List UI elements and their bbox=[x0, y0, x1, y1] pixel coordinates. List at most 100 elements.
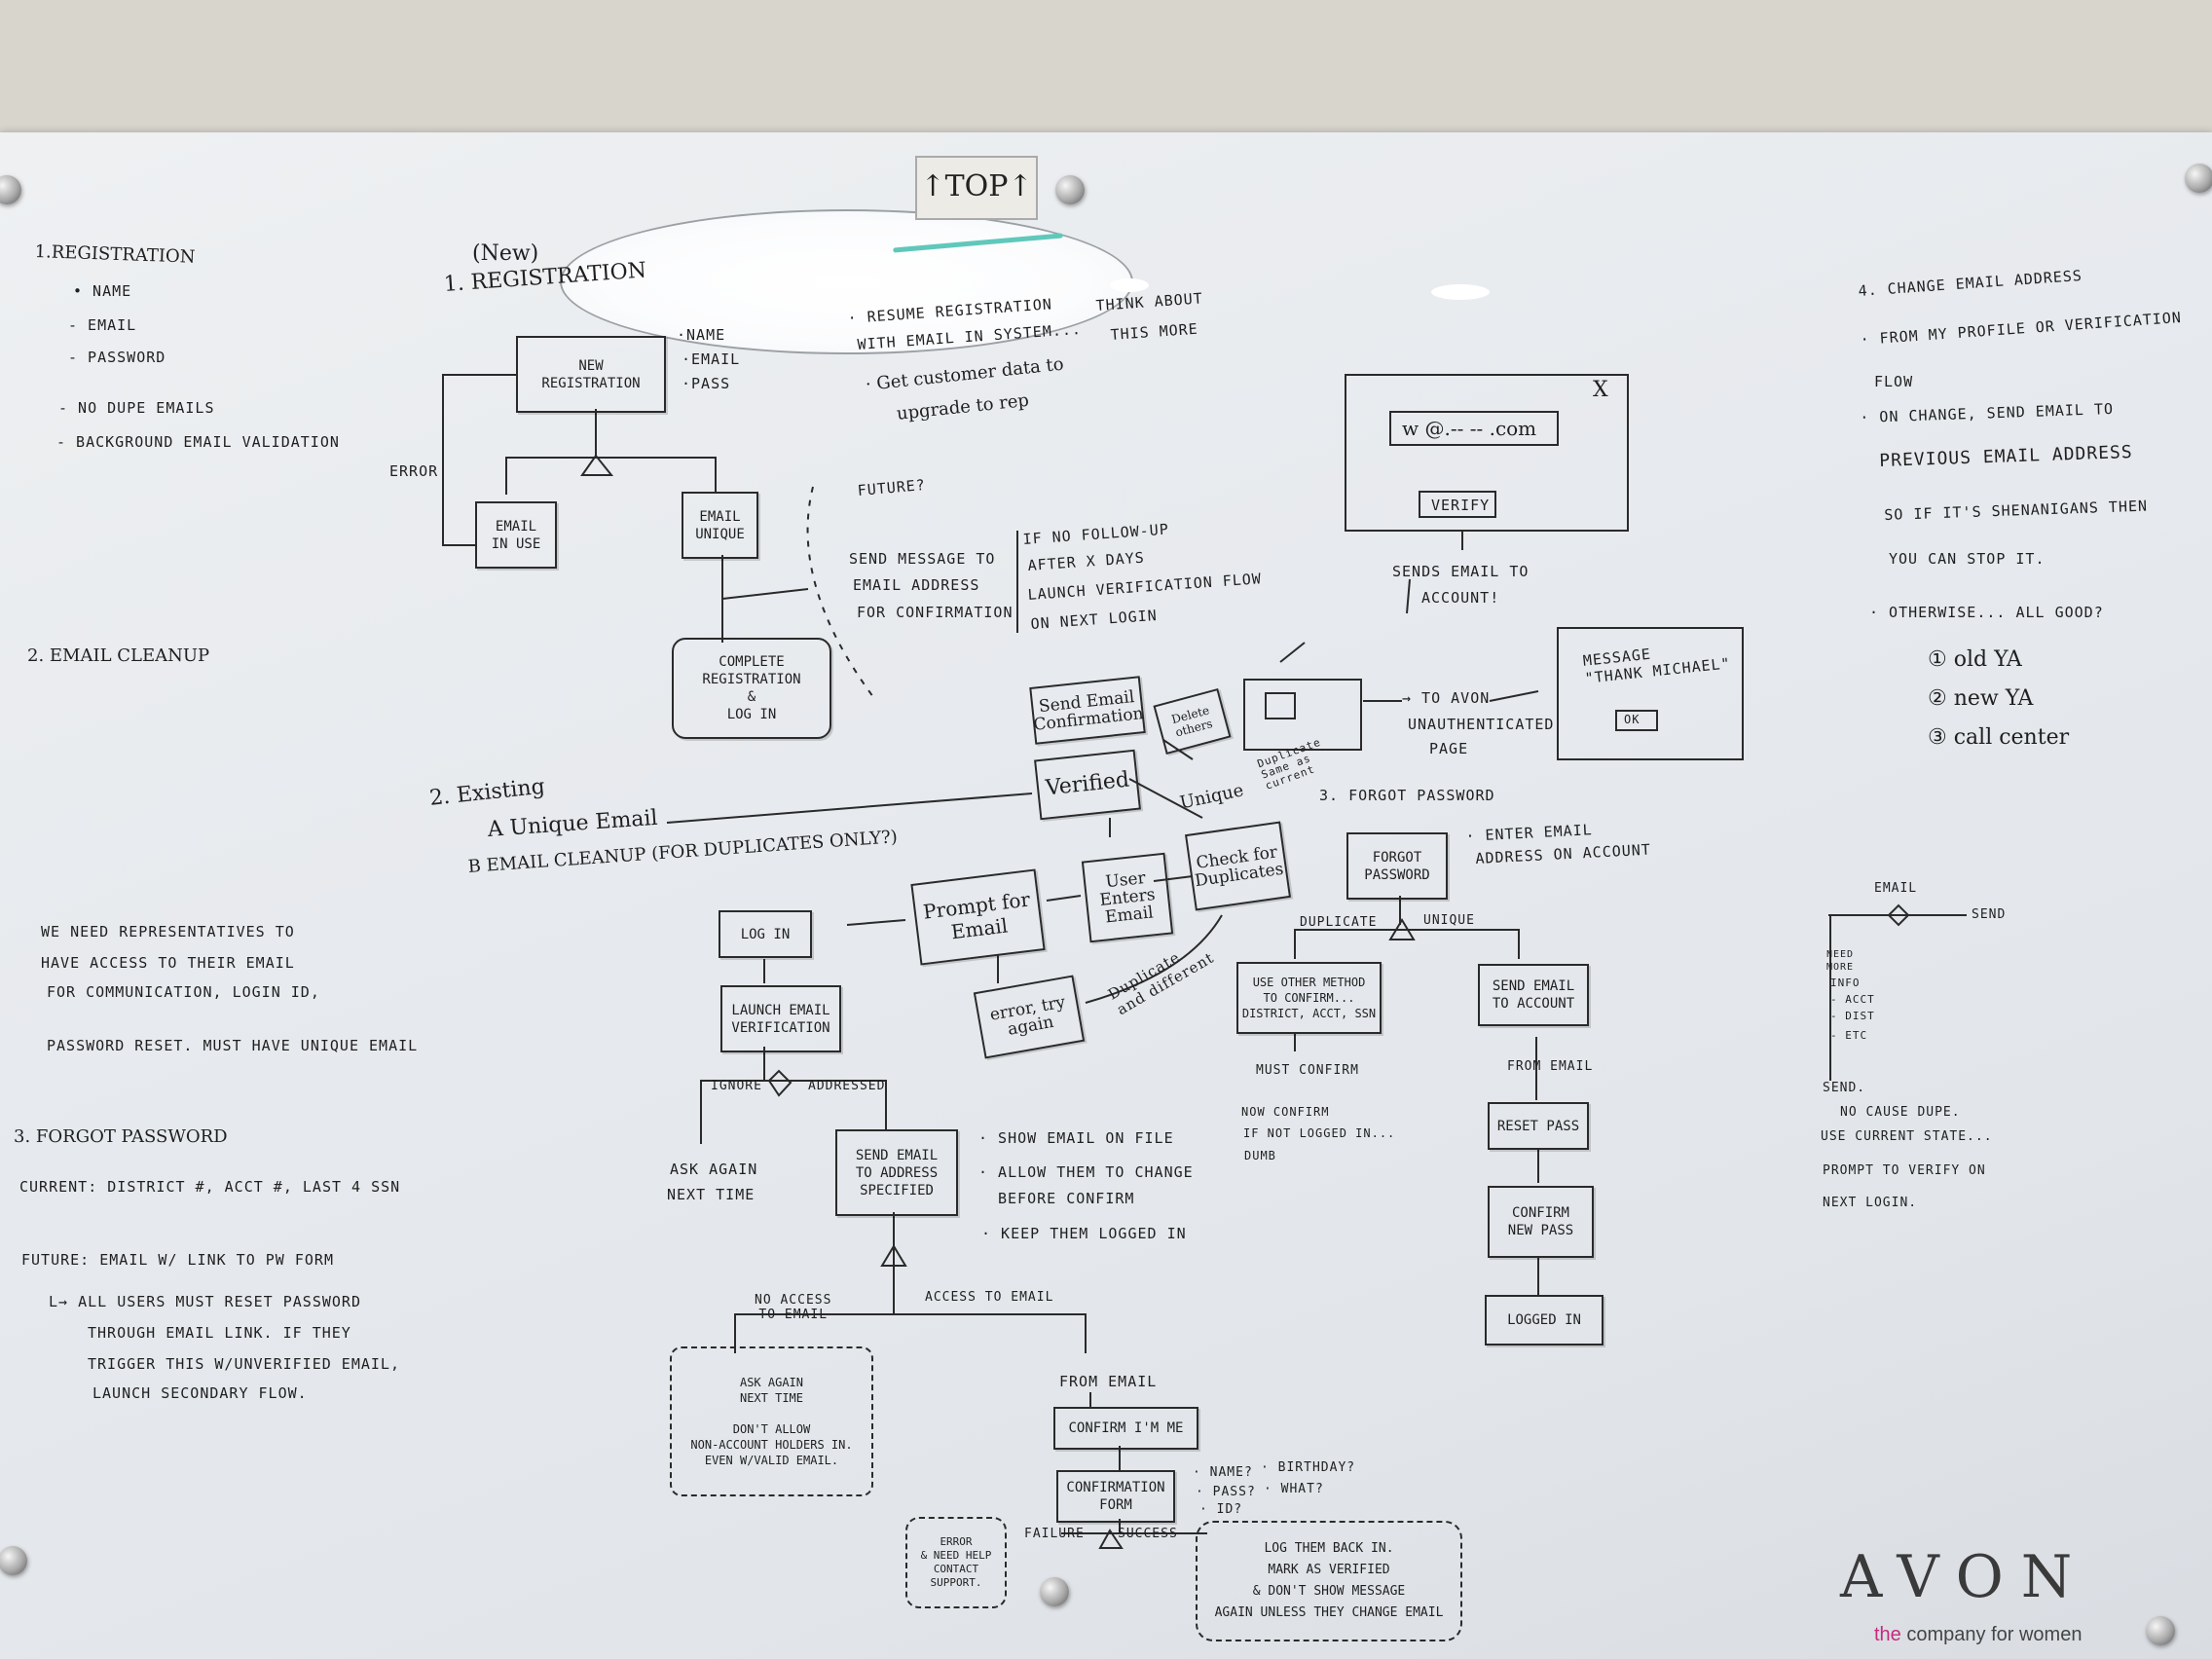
send-email-confirmation-box: Send Email Confirmation bbox=[1029, 676, 1146, 745]
option: ① old YA bbox=[1928, 647, 2022, 672]
note: · ID? bbox=[1199, 1502, 1243, 1517]
avon-tagline: the company for women bbox=[1874, 1624, 2083, 1645]
note: LAUNCH SECONDARY FLOW. bbox=[92, 1384, 308, 1402]
label: ACCESS TO EMAIL bbox=[925, 1290, 1054, 1305]
whiteboard bbox=[0, 132, 2212, 1659]
note: SEND MESSAGE TO bbox=[849, 550, 996, 568]
note: · PASS? bbox=[1196, 1485, 1256, 1499]
note: - ACCT bbox=[1830, 993, 1875, 1006]
note: IF NOT LOGGED IN... bbox=[1243, 1126, 1396, 1140]
mounting-bolt bbox=[0, 1546, 27, 1575]
light-glare bbox=[1110, 278, 1149, 292]
light-glare bbox=[560, 209, 1133, 354]
note: · ALLOW THEM TO CHANGE bbox=[978, 1163, 1194, 1181]
send-email-to-account-box: SEND EMAIL TO ACCOUNT bbox=[1478, 964, 1589, 1026]
note: BEFORE CONFIRM bbox=[998, 1190, 1135, 1207]
logged-in-box: LOGGED IN bbox=[1485, 1295, 1604, 1346]
note: ACCOUNT! bbox=[1421, 589, 1500, 607]
mounting-bolt bbox=[1055, 175, 1085, 204]
note: FUTURE: EMAIL W/ LINK TO PW FORM bbox=[21, 1251, 334, 1269]
note: MUST CONFIRM bbox=[1256, 1063, 1359, 1078]
email-in-use-box: EMAIL IN USE bbox=[475, 501, 557, 569]
note: · SHOW EMAIL ON FILE bbox=[978, 1129, 1174, 1147]
note: UNAUTHENTICATED bbox=[1408, 716, 1555, 733]
log-in-box: LOG IN bbox=[719, 910, 812, 958]
mounting-bolt bbox=[2185, 164, 2212, 193]
note: - NO DUPE EMAILS bbox=[58, 399, 215, 417]
option: ③ call center bbox=[1928, 725, 2070, 750]
email-field-sketch: w @.-- -- .com bbox=[1402, 417, 1537, 440]
note: · WHAT? bbox=[1264, 1482, 1324, 1496]
note: NOW CONFIRM bbox=[1241, 1105, 1330, 1119]
label: (New) bbox=[472, 241, 539, 266]
note: - PASSWORD bbox=[68, 349, 166, 366]
note: PASSWORD RESET. MUST HAVE UNIQUE EMAIL bbox=[47, 1037, 419, 1054]
label: FROM EMAIL bbox=[1507, 1059, 1594, 1074]
label: SEND bbox=[1972, 907, 2007, 922]
label: EMAIL bbox=[1874, 881, 1918, 896]
confirm-im-me-box: CONFIRM I'M ME bbox=[1053, 1407, 1198, 1450]
label: NO ACCESS TO EMAIL bbox=[755, 1293, 832, 1322]
note: PAGE bbox=[1429, 740, 1469, 757]
new-registration-box: NEW REGISTRATION bbox=[516, 336, 666, 413]
note: ·PASS bbox=[682, 375, 731, 392]
note: NEXT TIME bbox=[667, 1186, 756, 1203]
note: ·EMAIL bbox=[682, 350, 741, 368]
note: ·NAME bbox=[677, 326, 726, 344]
note: · BIRTHDAY? bbox=[1261, 1460, 1356, 1475]
label: UNIQUE bbox=[1423, 913, 1475, 928]
note: NEED bbox=[1826, 949, 1855, 960]
note: TRIGGER THIS W/UNVERIFIED EMAIL, bbox=[88, 1355, 400, 1373]
note: → TO AVON bbox=[1402, 689, 1491, 707]
note: FOR COMMUNICATION, LOGIN ID, bbox=[47, 983, 320, 1001]
ok-button-sketch: OK bbox=[1624, 713, 1641, 726]
label: FAILURE bbox=[1024, 1527, 1085, 1541]
confirmation-form-box: CONFIRMATION FORM bbox=[1056, 1470, 1175, 1523]
confirm-new-pass-box: CONFIRM NEW PASS bbox=[1488, 1186, 1594, 1258]
light-glare bbox=[1431, 284, 1490, 300]
note: SENDS EMAIL TO bbox=[1392, 563, 1530, 580]
close-icon: X bbox=[1593, 378, 1608, 402]
send-email-to-address-box: SEND EMAIL TO ADDRESS SPECIFIED bbox=[835, 1129, 958, 1216]
note: FLOW bbox=[1874, 373, 1914, 390]
label: SUCCESS bbox=[1118, 1527, 1178, 1541]
forgot-password-box: FORGOT PASSWORD bbox=[1346, 832, 1448, 900]
top-sign: ↑TOP↑ bbox=[915, 156, 1038, 220]
reset-pass-box: RESET PASS bbox=[1488, 1102, 1589, 1150]
note: SEND. bbox=[1823, 1081, 1866, 1095]
note: PROMPT TO VERIFY ON bbox=[1823, 1163, 1986, 1178]
note: FOR CONFIRMATION bbox=[857, 604, 1014, 621]
note: - DIST bbox=[1830, 1010, 1875, 1022]
prompt-for-email-box: Prompt for Email bbox=[910, 868, 1046, 966]
verify-button-sketch: VERIFY bbox=[1431, 497, 1491, 514]
note: MORE bbox=[1826, 962, 1855, 973]
mounting-bolt bbox=[2146, 1616, 2175, 1645]
email-unique-box: EMAIL UNIQUE bbox=[682, 492, 758, 559]
mounting-bolt bbox=[1040, 1577, 1069, 1606]
label: IGNORE bbox=[711, 1079, 762, 1093]
verified-box: Verified bbox=[1034, 749, 1141, 821]
section-title: 2. EMAIL CLEANUP bbox=[27, 645, 210, 666]
note: · OTHERWISE... ALL GOOD? bbox=[1869, 604, 2104, 621]
note: L→ ALL USERS MUST RESET PASSWORD bbox=[49, 1293, 361, 1310]
note: HAVE ACCESS TO THEIR EMAIL bbox=[41, 954, 295, 972]
option: ② new YA bbox=[1928, 686, 2034, 711]
user-enters-email-box: User Enters Email bbox=[1081, 852, 1174, 943]
ask-again-note-box: ASK AGAIN NEXT TIME DON'T ALLOW NON-ACCO… bbox=[670, 1346, 873, 1496]
label: ADDRESSED bbox=[808, 1079, 886, 1093]
label: DUPLICATE bbox=[1300, 915, 1378, 930]
note: - EMAIL bbox=[68, 316, 137, 334]
note: · KEEP THEM LOGGED IN bbox=[981, 1225, 1187, 1242]
log-back-in-box: LOG THEM BACK IN. MARK AS VERIFIED & DON… bbox=[1196, 1521, 1462, 1641]
error-support-box: ERROR & NEED HELP CONTACT SUPPORT. bbox=[905, 1517, 1007, 1608]
note: NEXT LOGIN. bbox=[1823, 1196, 1918, 1210]
check-duplicates-box: Check for Duplicates bbox=[1184, 821, 1292, 911]
note: YOU CAN STOP IT. bbox=[1889, 550, 2046, 568]
use-other-method-box: USE OTHER METHOD TO CONFIRM... DISTRICT,… bbox=[1236, 962, 1382, 1034]
note: USE CURRENT STATE... bbox=[1821, 1129, 1993, 1144]
note: DUMB bbox=[1244, 1149, 1276, 1162]
complete-registration-box: COMPLETE REGISTRATION & LOG IN bbox=[672, 638, 831, 739]
note: INFO bbox=[1830, 977, 1861, 989]
section-title: 3. FORGOT PASSWORD bbox=[14, 1126, 228, 1147]
